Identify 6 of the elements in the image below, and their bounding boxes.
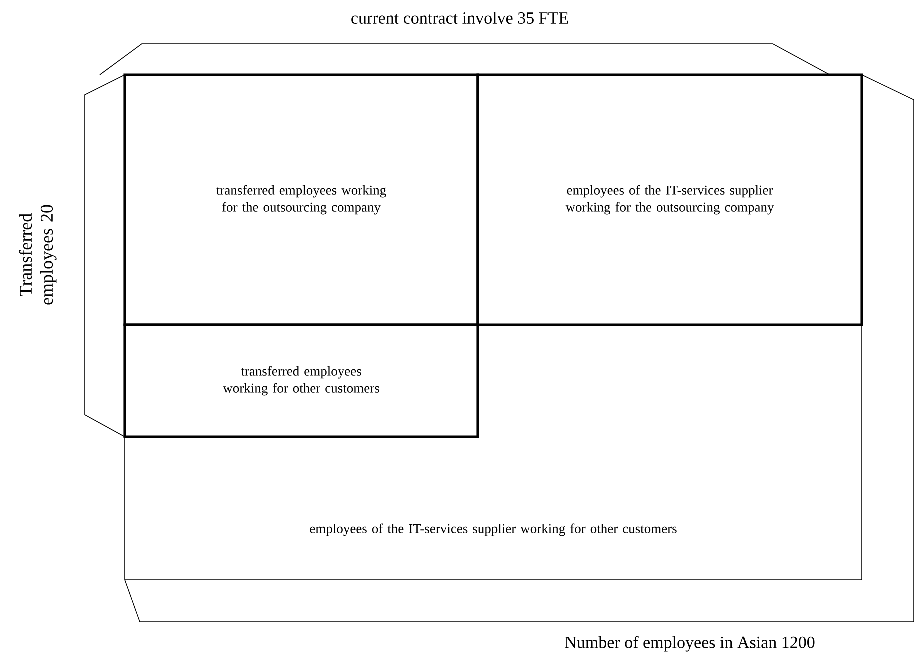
- nested-box: employees of the IT-services supplier working for the outsourcing company: [476, 74, 864, 326]
- bracket-label: Transferred employees 20: [19, 205, 57, 305]
- bracket-label: Number of employees in Asian 1200: [565, 636, 815, 652]
- nested-box: transferred employees working for the outsourcing company: [124, 74, 480, 326]
- bracket-label: current contract involve 35 FTE: [352, 12, 568, 24]
- nested-box: transferred employees working for other customers: [124, 324, 480, 438]
